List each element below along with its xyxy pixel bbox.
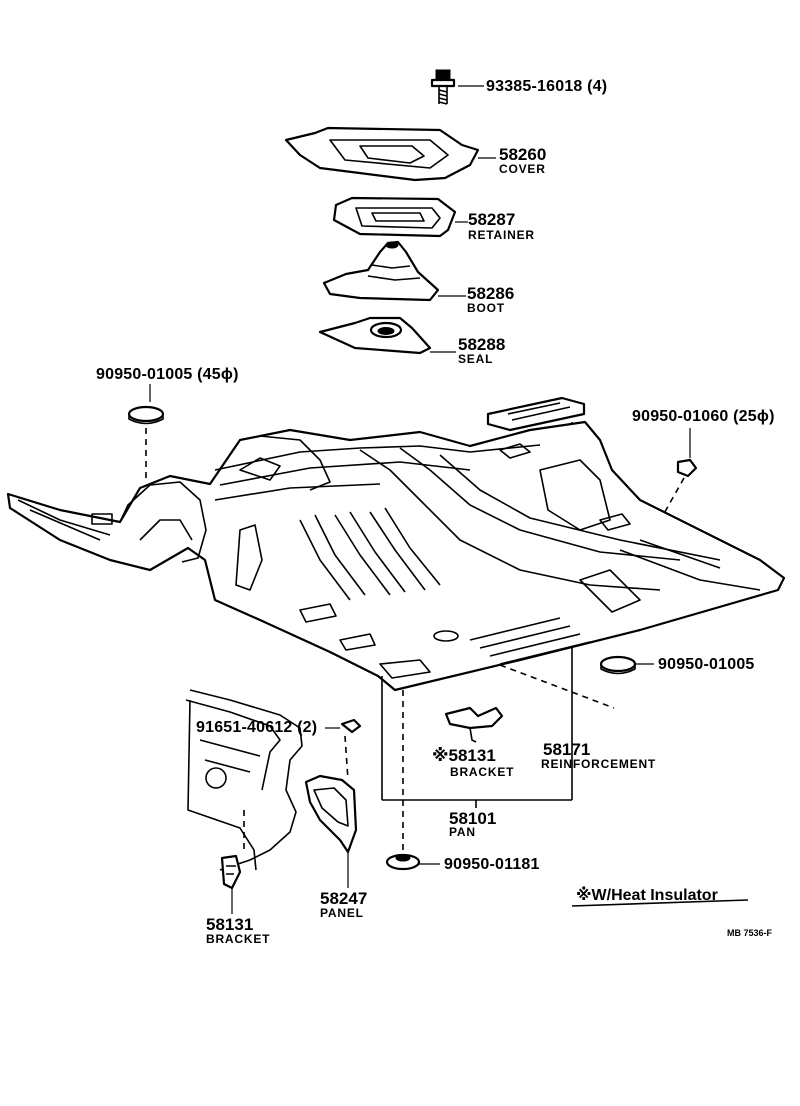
bracket-left-drawing: [220, 854, 242, 914]
seal-part-number: 58288: [458, 335, 506, 354]
note-underline: [571, 899, 749, 907]
bolt-part-number: 93385-16018 (4): [486, 78, 608, 95]
screw-part-number: 91651-40612 (2): [196, 719, 318, 736]
reinforcement-part-name: REINFORCEMENT: [541, 757, 657, 771]
boot-part-name: BOOT: [467, 301, 505, 315]
heat-insulator-note: ※W/Heat Insulator: [576, 887, 718, 904]
panel-area-drawing: [185, 689, 362, 888]
pan-leader-lines: [381, 676, 572, 808]
pan-part-number: 58101: [449, 809, 497, 828]
panel-part-number: 58247: [320, 889, 368, 908]
cover-part-name: COVER: [499, 162, 546, 176]
cover-part-number: 58260: [499, 145, 547, 164]
plug-right-lower-drawing: [499, 655, 654, 709]
plug-bottom-part-number: 90950-01181: [444, 856, 540, 873]
retainer-part-number: 58287: [468, 210, 516, 229]
boot-drawing: [322, 240, 466, 302]
bracket-center-part-name: BRACKET: [450, 765, 515, 779]
plug-right-part-number: 90950-01060 (25ϕ): [632, 408, 775, 425]
pan-part-name: PAN: [449, 825, 476, 839]
plug-left-part-number: 90950-01005 (45ϕ): [96, 366, 239, 383]
plug-right-lower-part-number: 90950-01005: [658, 656, 755, 673]
retainer-part-name: RETAINER: [468, 228, 535, 242]
plug-left-drawing: [127, 384, 165, 482]
seal-part-name: SEAL: [458, 352, 494, 366]
reinforcement-part-number: 58171: [543, 740, 591, 759]
cover-drawing: [284, 126, 496, 182]
panel-part-name: PANEL: [320, 906, 364, 920]
bracket-center-drawing: [444, 706, 504, 743]
bracket-left-part-name: BRACKET: [206, 932, 271, 946]
boot-part-number: 58286: [467, 284, 515, 303]
bracket-left-part-number: 58131: [206, 915, 254, 934]
retainer-drawing: [332, 196, 468, 238]
floor-pan-drawing: [6, 420, 786, 692]
seal-drawing: [318, 316, 456, 355]
bracket-center-part-number: ※58131: [432, 746, 496, 765]
diagram-code: MB 7536-F: [727, 928, 773, 938]
bolt-drawing: [430, 69, 484, 105]
plug-bottom-drawing: [385, 690, 440, 871]
